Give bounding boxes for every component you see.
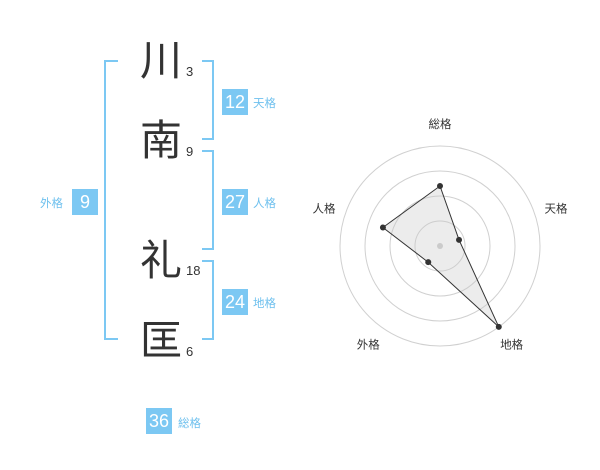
gaikaku-label: 外格: [40, 196, 63, 210]
radar-axis-label-4: 外格: [357, 338, 380, 352]
stroke-count-2: 9: [186, 144, 194, 159]
jinkaku-bracket: [202, 150, 214, 250]
chikaku-label: 地格: [253, 296, 276, 310]
tenkaku-value: 12: [222, 89, 248, 115]
radar-axis-label-2: 天格: [545, 201, 568, 215]
radar-point-2: [456, 236, 463, 243]
radar-ring: [389, 195, 491, 297]
radar-point-3: [495, 323, 502, 330]
tenkaku-bracket: [202, 60, 214, 140]
radar-center: [437, 243, 443, 249]
chikaku-value: 24: [222, 289, 248, 315]
radar-ring: [364, 170, 516, 322]
jinkaku-label: 人格: [253, 196, 276, 210]
radar-polygon: [382, 185, 500, 328]
stroke-count-1: 3: [186, 64, 194, 79]
soukaku-label: 総格: [178, 416, 201, 430]
radar-axis-label-3: 地格: [500, 338, 523, 352]
name-char-4: 匡: [139, 316, 182, 365]
chikaku-bracket: [202, 260, 214, 340]
radar-point-4: [425, 259, 432, 266]
name-char-2: 南: [139, 116, 182, 165]
jinkaku-value: 27: [222, 189, 248, 215]
radar-axis-label-5: 人格: [313, 201, 336, 215]
radar-ring: [339, 145, 541, 347]
radar-axis-label-1: 総格: [429, 117, 452, 131]
gaikaku-value: 9: [72, 189, 98, 215]
radar-point-5: [379, 224, 386, 231]
radar-ring: [414, 220, 466, 272]
stroke-count-3: 18: [186, 263, 201, 278]
tenkaku-label: 天格: [253, 96, 276, 110]
name-char-3: 礼: [139, 236, 182, 285]
radar-point-1: [437, 183, 443, 189]
gaikaku-bracket: [104, 60, 118, 340]
stroke-count-4: 6: [186, 344, 194, 359]
soukaku-value: 36: [146, 408, 172, 434]
name-char-1: 川: [139, 36, 182, 85]
